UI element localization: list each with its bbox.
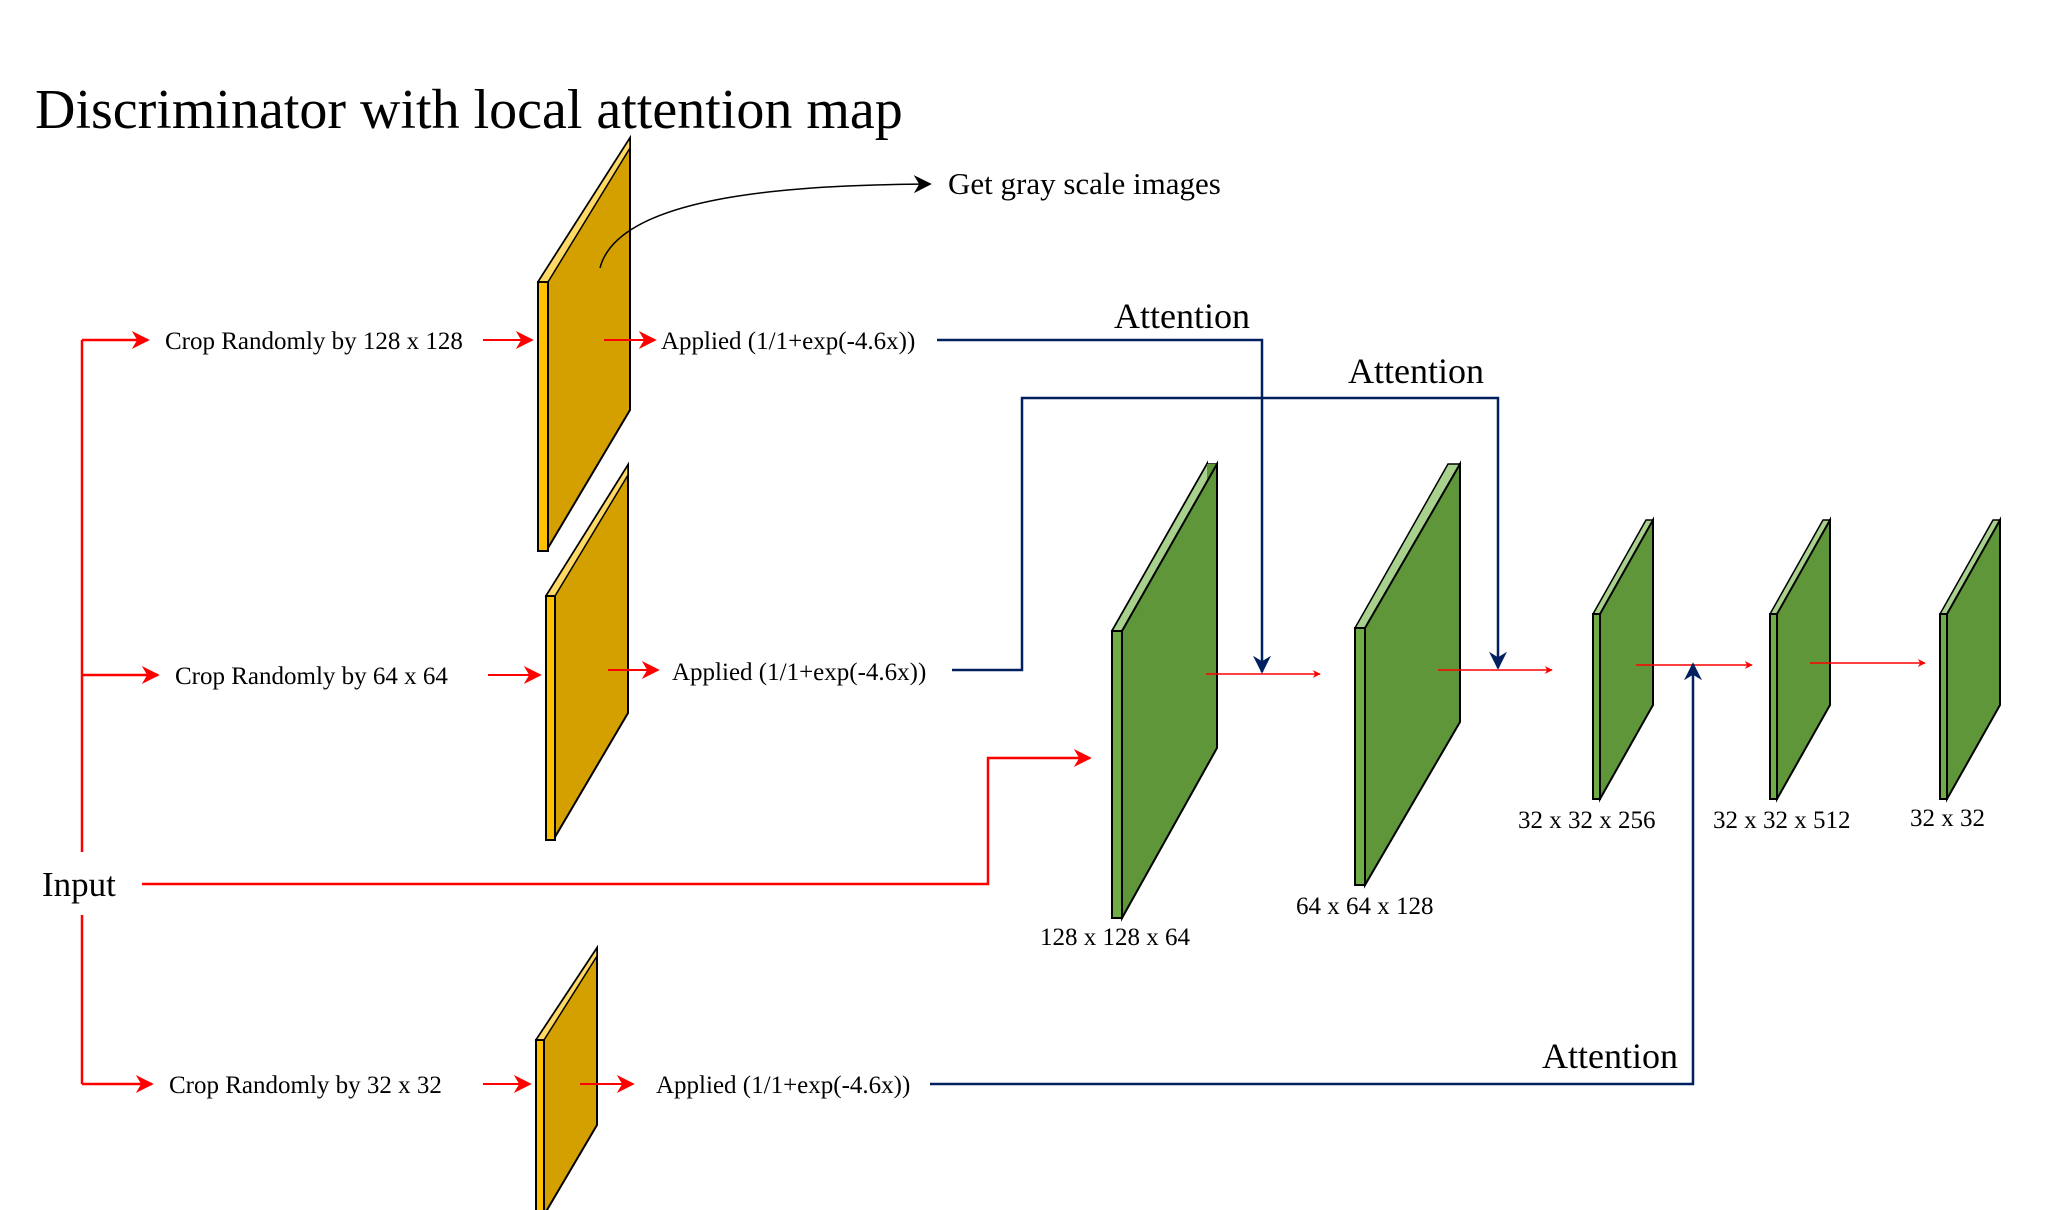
layer-block-32x32x512: [1768, 516, 1832, 803]
layer-label-128x128x64: 128 x 128 x 64: [1040, 924, 1191, 951]
applied-label-128: Applied (1/1+exp(-4.6x)): [661, 328, 915, 355]
applied-label-64: Applied (1/1+exp(-4.6x)): [672, 659, 926, 686]
crop-label-32: Crop Randomly by 32 x 32: [169, 1072, 442, 1099]
crop-block-64: [544, 461, 629, 841]
input-fanout-lines: [80, 331, 1092, 1093]
crop-label-64: Crop Randomly by 64 x 64: [175, 663, 448, 690]
layer-label-32x32x256: 32 x 32 x 256: [1518, 807, 1656, 834]
layer-label-32x32x512: 32 x 32 x 512: [1713, 807, 1851, 834]
attention-label-1: Attention: [1114, 296, 1250, 336]
diagram-title: Discriminator with local attention map: [35, 79, 903, 141]
applied-label-32: Applied (1/1+exp(-4.6x)): [656, 1072, 910, 1099]
layer-label-32x32: 32 x 32: [1910, 805, 1985, 832]
layer-block-128x128x64: [1110, 460, 1219, 922]
crop-block-32: [534, 944, 598, 1210]
crop-arrows: [483, 331, 660, 1093]
attention-label-3: Attention: [1542, 1036, 1678, 1076]
layer-block-32x32x256: [1591, 516, 1655, 803]
attention-label-2: Attention: [1348, 351, 1484, 391]
input-label: Input: [42, 865, 116, 904]
attention-arrows: [930, 338, 1702, 1086]
layer-label-64x64x128: 64 x 64 x 128: [1296, 893, 1434, 920]
crop-label-128: Crop Randomly by 128 x 128: [165, 328, 463, 355]
crop-block-128: [536, 134, 631, 552]
layer-block-32x32: [1938, 516, 2002, 803]
grayscale-note: Get gray scale images: [948, 166, 1221, 201]
grayscale-curve-arrow: [599, 175, 932, 269]
layer-block-64x64x128: [1353, 460, 1462, 889]
